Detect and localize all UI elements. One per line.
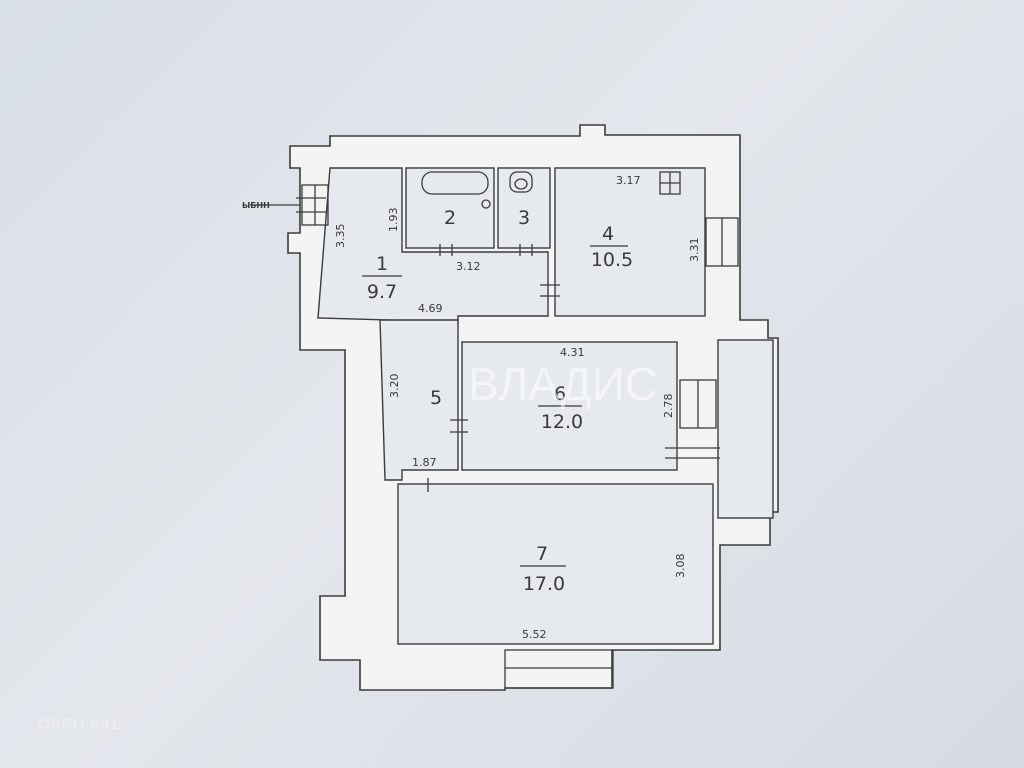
room-1-number: 1: [376, 253, 388, 275]
room-5-number: 5: [430, 387, 442, 409]
room-3-floor: [497, 167, 551, 249]
dim-3-31: 3.31: [688, 238, 701, 263]
dim-1-87: 1.87: [412, 456, 437, 469]
dim-4-31: 4.31: [560, 346, 585, 359]
dim-3-17: 3.17: [616, 174, 641, 187]
dim-2-78: 2.78: [662, 394, 675, 419]
room-7-number: 7: [536, 543, 548, 565]
room-3-number: 3: [518, 207, 530, 229]
dim-3-35: 3.35: [334, 224, 347, 249]
room-2-floor: [405, 167, 495, 249]
dim-3-12: 3.12: [456, 260, 481, 273]
dim-1-93: 1.93: [387, 208, 400, 233]
room-4-number: 4: [602, 223, 614, 245]
room-1-floor: [317, 167, 549, 323]
room-1-area: 9.7: [367, 281, 397, 303]
room-7-floor: [397, 483, 714, 645]
dim-3-08: 3.08: [674, 554, 687, 579]
balcony-floor: [717, 339, 774, 519]
exterior-mark: ЫБНН: [242, 201, 270, 210]
fixtures: [250, 171, 739, 689]
window-room-7: [504, 649, 614, 689]
toilet: [509, 171, 533, 193]
room-4-floor: [554, 167, 706, 317]
room-labels: 1 9.7 2 3 4 10.5 5 6 12.0 7 17.0: [362, 207, 633, 595]
dim-4-69: 4.69: [418, 302, 443, 315]
dim-3-20: 3.20: [388, 374, 401, 399]
room-2-number: 2: [444, 207, 456, 229]
room-6-number: 6: [554, 383, 566, 405]
watermark-text: ВЛАДИС: [468, 358, 658, 410]
dim-5-52: 5.52: [522, 628, 547, 641]
room-4-area: 10.5: [591, 249, 633, 271]
bathtub: [421, 171, 489, 195]
room-5-floor: [379, 319, 459, 481]
camera-label: OPPO A91: [38, 716, 119, 733]
dimension-labels: 3.35 1.93 3.12 4.69 3.17 3.31 4.31 3.20 …: [242, 174, 701, 641]
room-6-area: 12.0: [541, 411, 583, 433]
sink: [481, 199, 491, 209]
room-7-area: 17.0: [523, 573, 565, 595]
